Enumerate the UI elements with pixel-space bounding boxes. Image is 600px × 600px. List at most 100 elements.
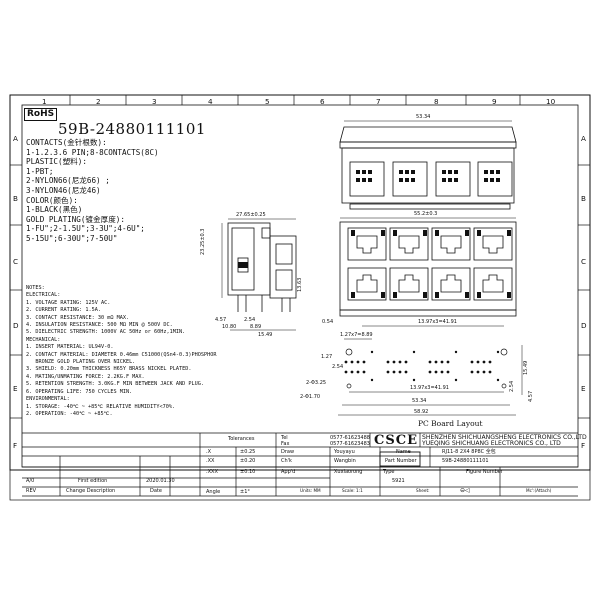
dim-pcb-hole-325: 2-Φ3.25 xyxy=(306,380,327,386)
notes-line: BRONZE GOLD PLATING OVER NICKEL. xyxy=(26,359,136,366)
revision-code: A/0 xyxy=(26,478,35,484)
change-description-header: Change Description xyxy=(66,488,116,494)
notes-line: 2. CONTACT MATERIAL: DIAMETER 0.46mm C51… xyxy=(26,351,217,358)
ordering-line: 1-BLACK(黑色) xyxy=(26,205,83,215)
dim-pcb-width: 53.34 xyxy=(412,398,427,404)
tel-label: Tel xyxy=(281,435,288,441)
notes-line: 5. RETENTION STRENGTH: 3.0KG.F MIN BETWE… xyxy=(26,381,205,388)
rohs-badge: RoHS xyxy=(24,108,58,121)
dim-pcb-pitch: 13.97x3=41.91 xyxy=(410,385,449,391)
rev-header: REV xyxy=(26,488,37,494)
fax-value: 0577-61623483 xyxy=(330,441,370,447)
dim-pcb-15-49: 15.49 xyxy=(523,360,529,375)
tol-xxx: .XXX xyxy=(206,469,218,475)
dim-side-10-80: 10.80 xyxy=(222,324,237,330)
dim-pcb-1-27: 1.27 xyxy=(321,354,333,360)
tol-xxx-value: ±0.10 xyxy=(240,469,256,475)
ordering-code-legend: CONTACTS(金针根数): 1-1.2.3.6 PIN;8-8CONTACT… xyxy=(26,138,159,244)
ordering-line: PLASTIC(塑料): xyxy=(26,157,87,167)
dim-pcb-4-57: 4.57 xyxy=(528,390,534,402)
grid-row-label: E xyxy=(13,384,18,393)
grid-row-label: C xyxy=(13,257,19,266)
dim-side-2-54: 2.54 xyxy=(244,317,256,323)
company-logo: CSCE xyxy=(374,433,418,448)
dim-side-4-57: 4.57 xyxy=(215,317,227,323)
notes-line: ELECTRICAL: xyxy=(26,292,61,299)
grid-row-label: B xyxy=(581,194,586,203)
part-number-label: Part Number xyxy=(385,458,417,464)
draw-label: Draw xyxy=(281,449,295,455)
ordering-line: 1-PBT; xyxy=(26,166,54,176)
angle-label: Angle xyxy=(206,489,221,495)
grid-col-label: 1 xyxy=(42,97,47,106)
dim-pcb-overall: 58.92 xyxy=(414,409,429,415)
ordering-line: 1-FU";2-1.5U";3-3U";4-6U"; xyxy=(26,224,145,234)
grid-row-label: E xyxy=(581,384,586,393)
angle-value: ±1° xyxy=(240,489,250,495)
notes-line: 4. INSULATION RESISTANCE: 500 MΩ MIN @ 5… xyxy=(26,322,173,329)
part-number-title: 59B-24880111101 xyxy=(58,120,206,138)
grid-col-label: 4 xyxy=(208,97,213,106)
ordering-line: 2-NYLON66(尼龙66) ; xyxy=(26,176,110,186)
pcb-layout-label: PC Board Layout xyxy=(418,419,483,428)
grid-row-label: F xyxy=(13,441,18,450)
dim-side-8-89: 8.89 xyxy=(250,324,262,330)
dim-front-0-54: 0.54 xyxy=(322,319,334,325)
grid-col-label: 6 xyxy=(320,97,325,106)
type-value: 5921 xyxy=(392,478,405,484)
grid-col-label: 5 xyxy=(265,97,270,106)
dim-side-height: 23.25±0.3 xyxy=(200,228,206,255)
dim-front-width: 55.2±0.3 xyxy=(414,211,438,217)
ordering-line: COLOR(颜色): xyxy=(26,195,78,205)
dim-front-pitch: 13.97x3=41.91 xyxy=(418,319,457,325)
notes-line: 3. CONTACT RESISTANCE: 30 mΩ MAX. xyxy=(26,314,130,321)
part-number-value: 59B-24880111101 xyxy=(442,458,489,464)
notes-line: NOTES: xyxy=(26,285,45,291)
grid-row-label: A xyxy=(13,134,18,143)
dim-pcb-top-pitch: 1.27x7=8.89 xyxy=(340,332,373,338)
notes-line: 1. INSERT MATERIAL: UL94V-0. xyxy=(26,344,114,351)
date-header: Date xyxy=(150,488,162,494)
notes-line: 2. CURRENT RATING: 1.5A. xyxy=(26,307,101,314)
dim-pcb-2-54: 2.54 xyxy=(332,364,344,370)
ordering-line: GOLD PLATING(镀金厚度): xyxy=(26,214,125,224)
dim-side-15-49: 15.49 xyxy=(258,332,273,338)
dim-pcb-hole-170: 2-Φ1.70 xyxy=(300,394,321,400)
tel-value: 0577-61623488 xyxy=(330,435,370,441)
check-label: Ch'k xyxy=(281,458,292,464)
notes-line: 6. OPERATING LIFE: 750 CYCLES MIN. xyxy=(26,388,133,395)
grid-col-label: 7 xyxy=(376,97,381,106)
company-name-en: YUEQING SHICHUANG ELECTRONICS CO., LTD xyxy=(422,440,561,447)
name-value: RJ11-8 2X4 8P8C 全包 xyxy=(442,449,496,455)
mc-label: Mc':(Attach) xyxy=(526,488,552,493)
figure-number-label: Figure Number xyxy=(466,469,503,475)
type-label: Type xyxy=(383,469,395,475)
dim-side-depth: 27.65±0.25 xyxy=(236,212,266,218)
notes-line: 2. OPERATION: -40℃ ~ +85℃. xyxy=(26,410,113,417)
company-name-cn: SHENZHEN SHICHUANGSHENG ELECTRONICS CO.,… xyxy=(422,434,587,441)
notes-block: NOTES: ELECTRICAL: 1. VOLTAGE RATING: 12… xyxy=(26,285,217,418)
notes-line: MECHANICAL: xyxy=(26,336,61,343)
notes-line: ENVIRONMENTAL: xyxy=(26,396,70,403)
notes-line: 3. SHIELD: 0.20mm THICKNESS H65Y BRASS N… xyxy=(26,366,192,373)
dim-top-width: 53.34 xyxy=(416,114,431,120)
grid-row-label: D xyxy=(581,321,587,330)
grid-row-label: B xyxy=(13,194,18,203)
grid-row-label: D xyxy=(13,321,19,330)
projection-icon: ⊖◁ xyxy=(460,487,470,494)
notes-line: 1. VOLTAGE RATING: 125V AC. xyxy=(26,299,111,306)
tol-x-value: ±0.25 xyxy=(240,449,256,455)
grid-row-label: F xyxy=(581,441,586,450)
grid-col-label: 9 xyxy=(492,97,497,106)
dim-pcb-2-54b: 2.54 xyxy=(509,380,515,392)
ordering-line: 1-1.2.3.6 PIN;8-8CONTACTS(8C) xyxy=(26,147,159,157)
grid-row-label: C xyxy=(581,257,587,266)
units-label: Units: MM xyxy=(300,488,321,493)
grid-col-label: 8 xyxy=(434,97,439,106)
tolerances-label: Tolerances xyxy=(228,436,255,442)
tol-xx: .XX xyxy=(206,458,215,464)
ordering-line: 5-15U";6-30U";7-50U" xyxy=(26,233,118,243)
grid-col-label: 2 xyxy=(96,97,101,106)
grid-col-label: 10 xyxy=(546,97,556,106)
